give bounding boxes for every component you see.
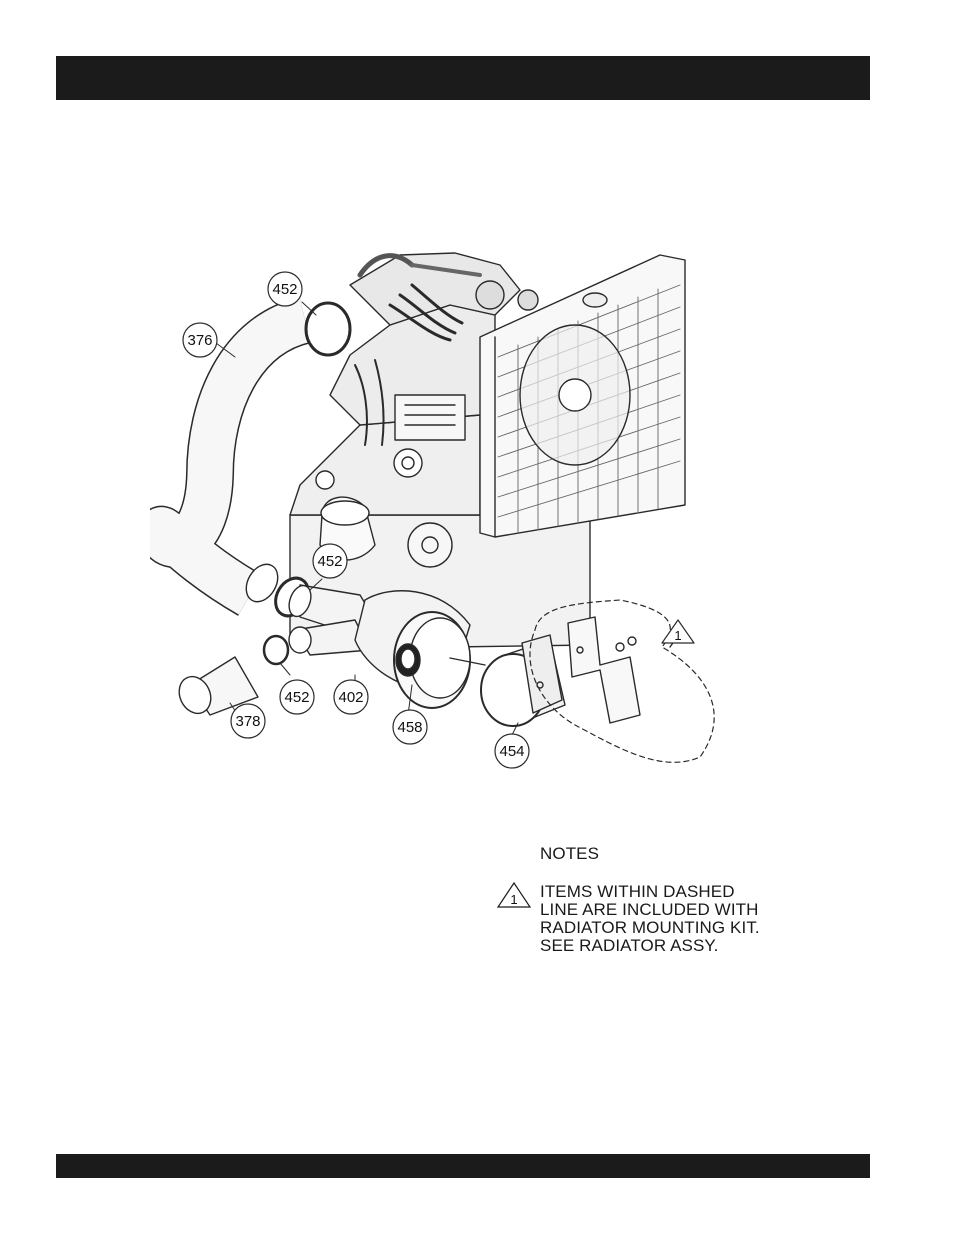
- clamp-452-lower: [264, 636, 288, 664]
- note-marker-number: 1: [510, 892, 517, 907]
- callout-378: 378: [235, 713, 260, 730]
- note-line: LINE ARE INCLUDED WITH: [540, 901, 760, 919]
- callout-452-middle: 452: [317, 553, 342, 570]
- callout-458: 458: [397, 719, 422, 736]
- callout-402: 402: [338, 689, 363, 706]
- note-line: ITEMS WITHIN DASHED: [540, 883, 760, 901]
- note-line: SEE RADIATOR ASSY.: [540, 937, 760, 955]
- callout-452-lower: 452: [284, 689, 309, 706]
- engine-air-intake-diagram: 452 376 452 452 402 458 378 454 1: [150, 245, 740, 775]
- upper-hose-376: [161, 320, 305, 607]
- clamp-452-top: [306, 303, 350, 355]
- header-bar: [56, 56, 870, 100]
- callout-note-ref: 1: [674, 628, 681, 643]
- callout-452-top: 452: [272, 281, 297, 298]
- note-line: RADIATOR MOUNTING KIT.: [540, 919, 760, 937]
- callout-454: 454: [499, 743, 524, 760]
- footer-bar: [56, 1154, 870, 1178]
- note-triangle-icon: 1: [496, 881, 532, 909]
- note-text: ITEMS WITHIN DASHED LINE ARE INCLUDED WI…: [540, 883, 760, 955]
- callout-376: 376: [187, 332, 212, 349]
- notes-title: NOTES: [540, 845, 599, 863]
